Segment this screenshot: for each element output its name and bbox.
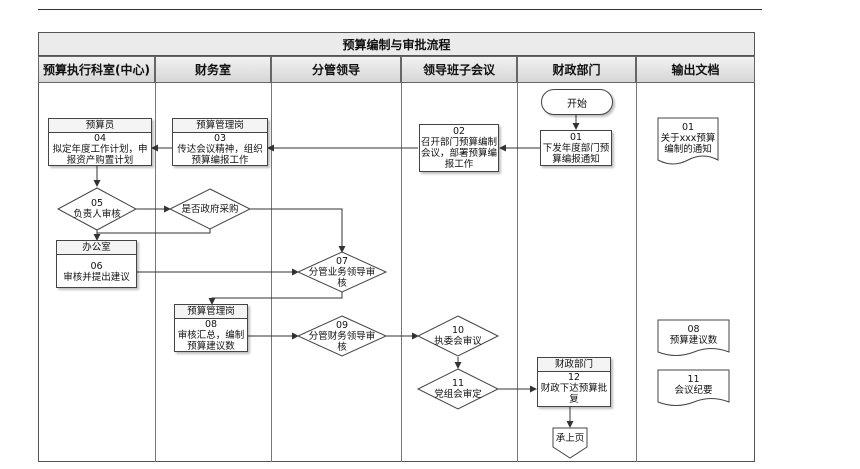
- step-11-label: 11 党组会审定: [423, 375, 493, 403]
- step-12-role: 财政部门: [538, 358, 610, 372]
- doc-08-number: 08: [687, 324, 700, 335]
- lane-divider: [401, 83, 402, 462]
- decision-05-shape: [56, 187, 138, 231]
- decision-07-shape: [296, 251, 388, 293]
- step-08-box: 预算管理岗 08 审核汇总，编制预算建议数: [174, 304, 248, 352]
- end-connector-label: 承上页: [555, 432, 585, 444]
- step-07-number: 07: [335, 255, 349, 267]
- end-connector-shape: [552, 427, 588, 459]
- step-09-text: 分管财务领导审核: [308, 330, 376, 353]
- lane-header-output: 输出文档: [636, 56, 755, 83]
- step-07-text: 分管业务领导审核: [308, 266, 376, 289]
- step-11-number: 11: [451, 378, 465, 389]
- step-07-label: 07 分管业务领导审核: [307, 255, 377, 289]
- step-12-number: 12: [567, 372, 581, 383]
- step-02-number: 02: [452, 126, 466, 137]
- step-04-text: 拟定年度工作计划，申报资产购置计划: [52, 144, 148, 166]
- decision-purchase-shape: [168, 188, 252, 230]
- top-rule: [38, 9, 762, 10]
- step-05-number: 05: [90, 198, 104, 209]
- decision-10-shape: [416, 315, 500, 357]
- step-11-text: 党组会审定: [434, 389, 482, 400]
- doc-01-text: 关于xxx预算编制的通知: [660, 133, 716, 155]
- lane-header-meeting: 领导班子会议: [401, 56, 517, 83]
- lane-header-leader: 分管领导: [271, 56, 401, 83]
- step-04-role: 预算员: [49, 119, 151, 133]
- doc-11-shape: [657, 369, 730, 406]
- step-12-text: 财政下达预算批复: [540, 383, 608, 405]
- step-06-box: 办公室 06 审核并提出建议: [56, 240, 137, 288]
- lane-header-finance: 财务室: [155, 56, 271, 83]
- step-03-box: 预算管理岗 03 传达会议精神，组织预算编报工作: [172, 118, 268, 166]
- start-terminal: 开始: [541, 89, 613, 115]
- step-12-box: 财政部门 12 财政下达预算批复: [537, 357, 611, 407]
- step-05-text: 负责人审核: [73, 209, 121, 220]
- step-03-text: 传达会议精神，组织预算编报工作: [177, 144, 263, 166]
- step-01-text: 下发年度部门预算编报通知: [542, 142, 610, 165]
- doc-08-shape: [657, 319, 730, 356]
- doc-01-number: 01: [681, 122, 695, 133]
- step-10-text: 执委会审议: [434, 336, 482, 347]
- decision-09-shape: [296, 315, 388, 357]
- lane-divider: [636, 83, 637, 462]
- step-08-role: 预算管理岗: [175, 305, 247, 319]
- step-03-role: 预算管理岗: [173, 119, 267, 133]
- purchase-decision-label: 是否政府采购: [181, 203, 239, 215]
- step-09-label: 09 分管财务领导审核: [307, 319, 377, 353]
- step-10-label: 10 执委会审议: [423, 322, 493, 350]
- step-06-text: 审核并提出建议: [63, 272, 130, 283]
- step-08-text: 审核汇总，编制预算建议数: [177, 330, 245, 352]
- doc-11-label: 11 会议纪要: [658, 374, 729, 396]
- step-01-number: 01: [569, 131, 583, 143]
- lane-divider: [517, 83, 518, 462]
- decision-11-shape: [416, 368, 500, 410]
- doc-01-shape: [657, 117, 719, 165]
- step-01-box: 01 下发年度部门预算编报通知: [540, 130, 612, 166]
- doc-01-label: 01 关于xxx预算编制的通知: [658, 122, 718, 155]
- doc-11-text: 会议纪要: [674, 385, 713, 396]
- lane-header-dept: 预算执行科室(中心): [38, 56, 155, 83]
- step-06-number: 06: [90, 261, 103, 272]
- step-08-number: 08: [204, 319, 218, 330]
- step-02-box: 02 召开部门预算编制会议，部署预算编报工作: [419, 124, 499, 172]
- step-04-number: 04: [93, 133, 107, 144]
- step-10-number: 10: [451, 325, 465, 336]
- step-04-box: 预算员 04 拟定年度工作计划，申报资产购置计划: [48, 118, 152, 166]
- step-06-role: 办公室: [57, 241, 136, 255]
- doc-08-label: 08 预算建议数: [658, 324, 729, 346]
- lane-header-fiscal: 财政部门: [517, 56, 636, 83]
- flowchart-title: 预算编制与审批流程: [38, 32, 755, 56]
- doc-08-text: 预算建议数: [669, 335, 718, 346]
- step-02-text: 召开部门预算编制会议，部署预算编报工作: [420, 137, 497, 170]
- step-09-number: 09: [335, 319, 349, 331]
- step-03-number: 03: [213, 133, 227, 144]
- doc-11-number: 11: [687, 374, 700, 385]
- step-05-label: 05 负责人审核: [62, 195, 132, 223]
